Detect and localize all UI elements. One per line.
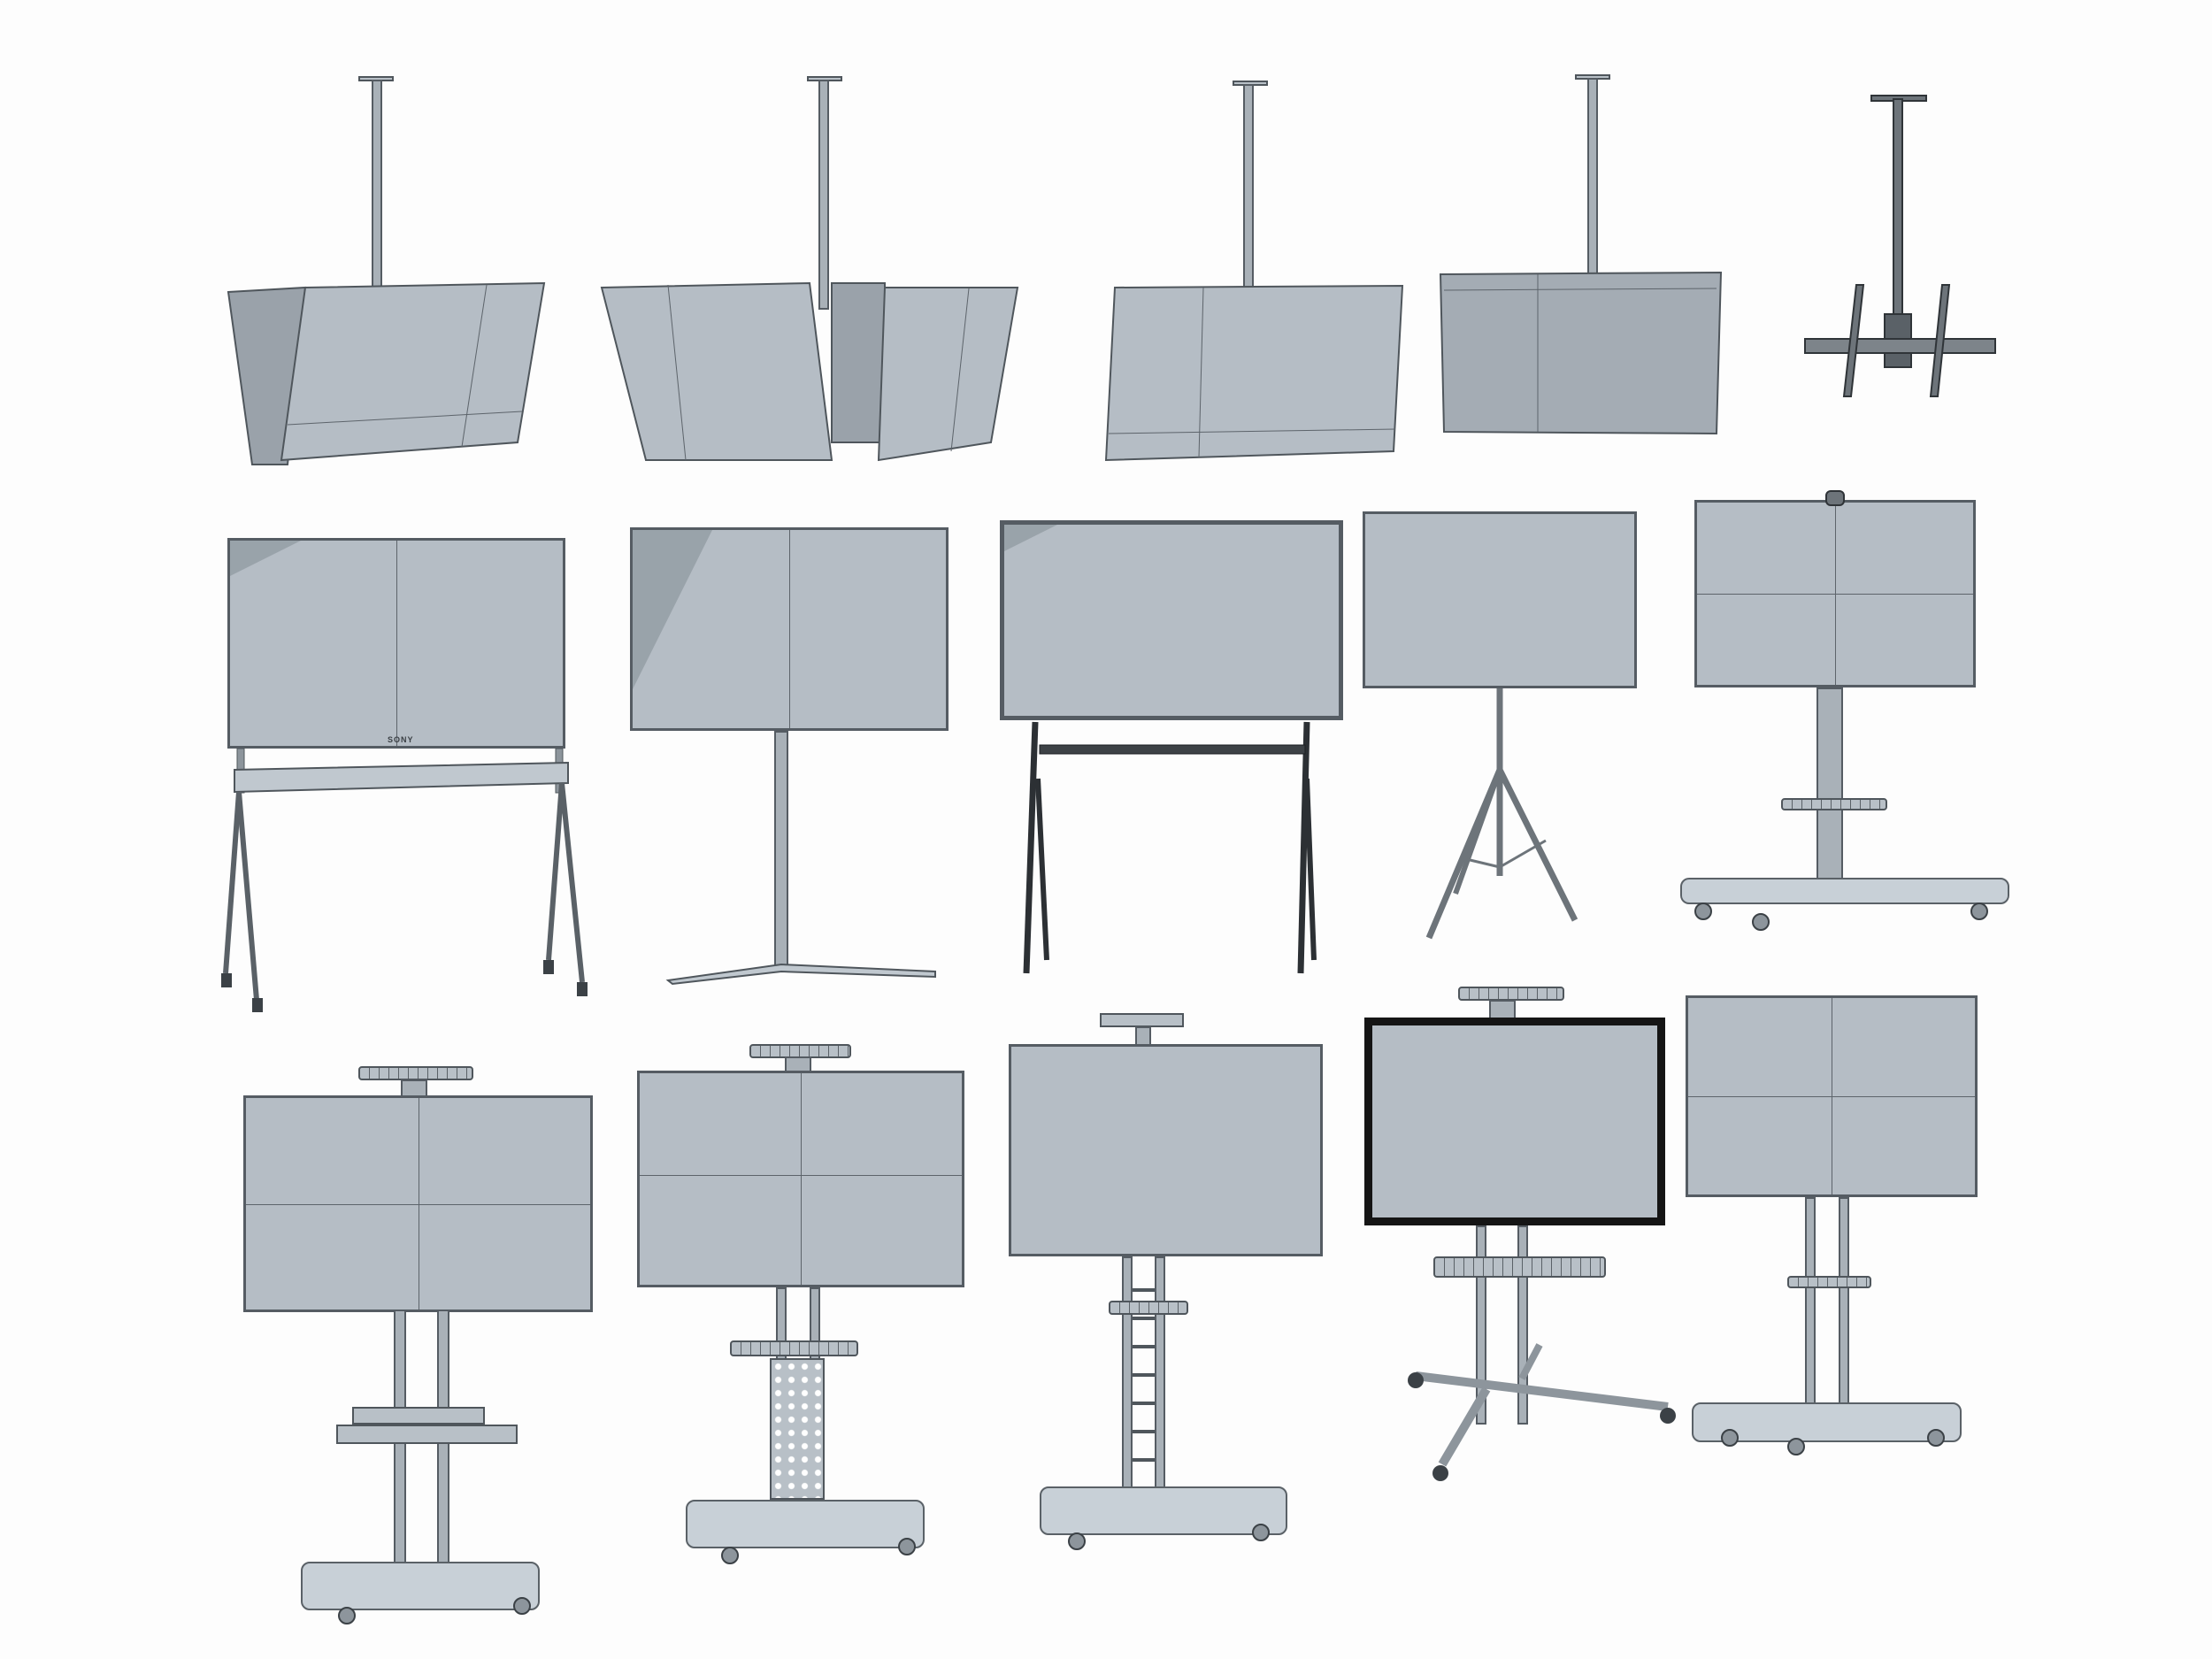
tv-screen (637, 1071, 964, 1287)
shelf-back (352, 1407, 485, 1425)
caster-wheel (1752, 913, 1770, 931)
angled-screens-icon (227, 281, 546, 465)
left-upright (1805, 1197, 1816, 1409)
caster-wheel (1787, 1438, 1805, 1455)
a-frame-legs-icon (221, 748, 588, 1012)
caster-wheel (1694, 902, 1712, 920)
tv-screen (243, 1095, 593, 1312)
ceiling-mount-rear-view[interactable] (1433, 71, 1734, 442)
caster-wheel (1970, 902, 1988, 920)
tv-screen: SONY (227, 538, 565, 749)
four-leg-base-icon (1408, 1343, 1676, 1481)
mobile-cart-ladder[interactable] (1004, 1009, 1332, 1584)
caster-wheel (513, 1597, 531, 1615)
tv-screen (630, 527, 949, 731)
top-bracket (1100, 1013, 1184, 1027)
tv-screen (1694, 500, 1976, 687)
accessory-shelf (1433, 1256, 1606, 1278)
mobile-cart-cable-shelf[interactable] (239, 1044, 602, 1646)
cart-base (686, 1500, 925, 1548)
t-foot-icon (665, 963, 936, 986)
rear-screen-icon (1439, 271, 1723, 435)
cart-base (1040, 1486, 1287, 1535)
cart-base (1680, 878, 2009, 904)
single-pole-stand[interactable] (624, 522, 951, 991)
ladder-rungs (1133, 1274, 1155, 1486)
angled-screens-icon (600, 281, 1019, 462)
caster-wheel (1068, 1532, 1086, 1550)
mobile-cart-four-leg[interactable] (1363, 982, 1681, 1504)
mobile-cart-perforated[interactable] (633, 1035, 978, 1610)
caster-wheel (1252, 1524, 1270, 1541)
tripod-legs-icon (1425, 688, 1578, 940)
accessory-shelf (1781, 798, 1887, 810)
brand-logo: SONY (388, 735, 414, 744)
caster-wheel (1927, 1429, 1945, 1447)
accessory-shelf (1787, 1276, 1871, 1288)
ceiling-mount-dual-angled-2[interactable] (597, 71, 1031, 469)
tv-screen (1686, 995, 1978, 1197)
center-column (1816, 687, 1843, 887)
caster-wheel (721, 1547, 739, 1564)
left-upright (1122, 1256, 1133, 1495)
mobile-cart-dual-pole[interactable] (1681, 991, 1982, 1478)
a-frame-rolling-stand[interactable]: SONY (221, 531, 593, 1026)
tv-screen (1009, 1044, 1323, 1256)
caster-wheel (898, 1538, 916, 1555)
ceiling-mount-dual-angled-1[interactable] (221, 71, 557, 469)
ceiling-pole (818, 80, 829, 310)
tv-screen-black-bezel (1364, 1018, 1665, 1225)
ceiling-mount-tilted[interactable] (1102, 75, 1411, 473)
caster-wheel (338, 1607, 356, 1624)
tv-screen (1000, 520, 1343, 720)
column-cart-with-camera[interactable] (1677, 487, 2013, 931)
camera-icon (1825, 490, 1845, 506)
perforated-panel (770, 1358, 825, 1500)
right-upright (1155, 1256, 1165, 1495)
right-upright (1839, 1197, 1849, 1409)
tv-screen (1363, 511, 1637, 688)
accessory-shelf (730, 1340, 858, 1356)
easel-legs-icon (1023, 721, 1317, 974)
cable-shelf (336, 1425, 518, 1444)
top-tray (358, 1066, 473, 1080)
easel-stand[interactable] (995, 513, 1349, 982)
tilted-screen-icon (1104, 284, 1404, 462)
caster-wheel (1721, 1429, 1739, 1447)
cart-base (301, 1562, 540, 1610)
ceiling-bracket[interactable] (1796, 88, 2008, 407)
tripod-stand[interactable] (1358, 504, 1650, 947)
bracket-icon (1804, 95, 1996, 397)
